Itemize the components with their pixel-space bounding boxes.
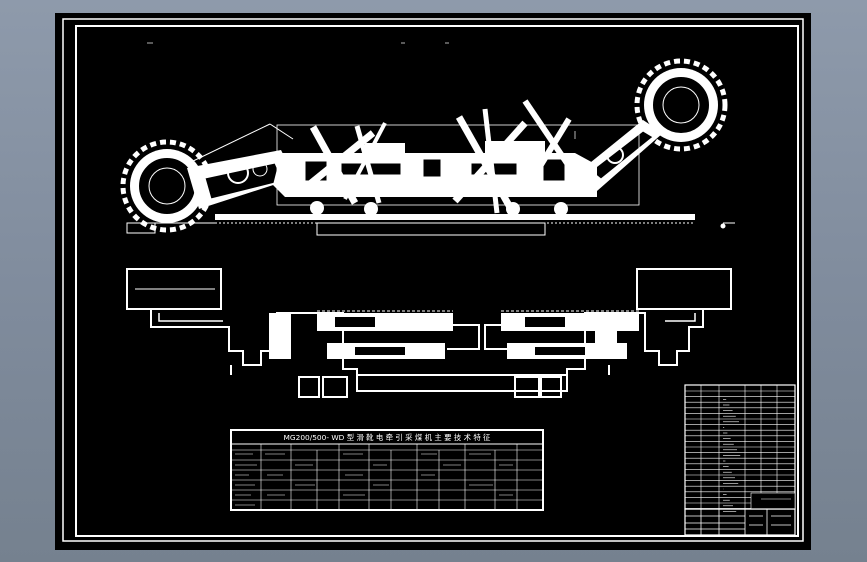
cad-drawing: MG200/500- WD 型 滑 靴 电 牵 引 采 煤 机 主 要 技 术 …: [62, 18, 804, 542]
side-elevation-view: [120, 42, 735, 236]
sheet-outer-border: [62, 18, 804, 542]
left-haulage-unit: [269, 310, 453, 359]
plan-view: [126, 268, 732, 398]
spec-table-scribbles: [235, 453, 513, 506]
dimension-marks: [147, 42, 576, 139]
spec-table-title: MG200/500- WD 型 滑 靴 电 牵 引 采 煤 机 主 要 技 术 …: [284, 433, 492, 442]
right-cutting-drum: [634, 58, 728, 152]
right-traction-gear: [452, 99, 578, 216]
plan-frame-outline: [150, 309, 704, 392]
track-rack: [126, 214, 735, 236]
left-drum-plan: [126, 268, 222, 310]
right-drum-plan: [636, 268, 732, 310]
right-haulage-unit: [501, 310, 639, 359]
spec-table: [230, 429, 544, 511]
sheet-inner-border: [75, 25, 799, 537]
title-block: [684, 508, 796, 536]
cad-viewport[interactable]: MG200/500- WD 型 滑 靴 电 牵 引 采 煤 机 主 要 技 术 …: [55, 13, 811, 550]
sliding-shoes: [230, 365, 610, 398]
left-cutting-drum: [120, 139, 214, 233]
parts-list: [684, 384, 796, 512]
left-traction-gear: [302, 122, 387, 216]
